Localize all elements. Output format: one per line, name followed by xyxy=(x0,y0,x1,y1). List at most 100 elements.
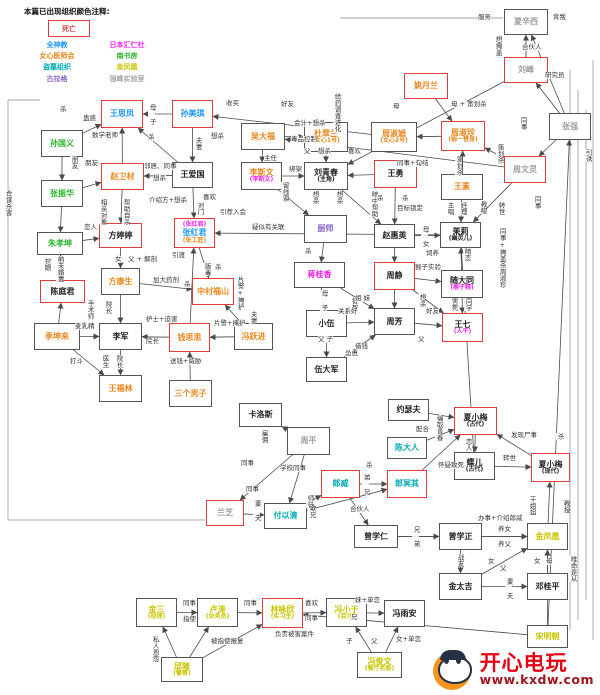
legend-item: 古拉格 xyxy=(46,74,68,83)
node-zhuxiaokun: 朱孝坤 xyxy=(37,232,83,255)
relation-label: 指使 xyxy=(183,615,196,624)
relation-label: 喜欢 xyxy=(203,193,216,202)
node-label: 王福林 xyxy=(108,383,133,393)
legend: 本篇已出现组织颜色注释: 死亡 全神教日本汇仁社女心医师会南书房盗墓组织金凤凰古… xyxy=(24,6,164,85)
node-label: (业务员) xyxy=(205,612,230,620)
node-label: 中村福山 xyxy=(197,286,229,296)
relation-label: 姐 妹 xyxy=(355,294,371,303)
node-label: 冯俊文 xyxy=(367,657,392,667)
legend-title: 本篇已出现组织颜色注释: xyxy=(24,7,110,16)
node-zhouwenling: 周文灵 xyxy=(504,156,546,183)
relation-label: 目标锁定 xyxy=(397,204,423,213)
relation-label: 欺兄 xyxy=(308,505,317,518)
node-label: 郎威 xyxy=(332,479,349,489)
node-label: 王思凤 xyxy=(110,109,134,119)
node-label: 张振华 xyxy=(50,188,74,198)
node-label: 夏小梅 xyxy=(463,413,488,423)
relation-label: 送钱+威胁 xyxy=(170,357,202,366)
node-label: 吴大福 xyxy=(251,131,275,141)
relation-label: 朋友 xyxy=(70,156,79,169)
node-label: 张红君 xyxy=(182,228,207,238)
relation-label: 想杀 xyxy=(153,174,166,183)
relation-label: 妻 夫 xyxy=(253,500,262,521)
relation-label: 雇佣 xyxy=(260,430,269,443)
relation-label: 子 xyxy=(346,637,353,646)
node-lisiwen: 李斯文(李斯文) xyxy=(241,162,282,190)
node-zhongcunfushan: 中村福山 xyxy=(192,278,234,305)
node-fangkangsheng: 方康生 xyxy=(101,268,140,295)
node-fengjunwen: 冯俊文(餐厅老板) xyxy=(357,652,402,678)
node-chentingjun: 陈庭君 xyxy=(40,280,85,303)
relation-label: 母 + 策划杀 xyxy=(451,100,487,109)
legend-item: 南书房 xyxy=(116,52,138,61)
relation-label: 害死 xyxy=(450,298,459,311)
node-label: 曾学仁 xyxy=(364,531,388,541)
node-label: 陈庭君 xyxy=(50,286,75,296)
relation-label: 母 女 xyxy=(421,226,430,247)
relation-label: 引荐入会 xyxy=(220,208,246,217)
node-liuqingchun: 刘青春(主角) xyxy=(304,162,348,190)
relation-label: 经理 xyxy=(459,202,468,215)
relation-label: 合伙人 xyxy=(522,43,542,52)
relation-label: 疑似有关联 xyxy=(252,223,285,232)
relation-label: 骗取青春 xyxy=(435,415,444,441)
relation-label: 配合 xyxy=(416,425,429,434)
relation-label: 母 xyxy=(546,557,553,566)
node-label: 周平 xyxy=(300,436,317,446)
node-label: 伍大军 xyxy=(314,364,339,374)
node-xiaxinxi: 夏辛西 xyxy=(504,9,548,35)
node-label: 冯小于 xyxy=(334,604,359,614)
node-label: 方婷婷 xyxy=(108,230,133,240)
node-zhangqiang: 张强 xyxy=(549,113,591,140)
relation-label: 同学 xyxy=(464,298,473,311)
relation-label: 院长 xyxy=(115,355,124,368)
relation-label: 打斗 xyxy=(70,357,83,366)
relation-label: 饲养 xyxy=(426,249,439,258)
node-songmingchao: 宋明朝 xyxy=(527,625,568,648)
relation-label: 想杀 xyxy=(311,191,320,204)
node-label: 王素 xyxy=(454,182,470,192)
node-jiangguixiang: 蒋桂香 xyxy=(294,262,345,288)
relation-label: 想杀 xyxy=(335,191,344,204)
node-zhaohuiying: 赵惠英 xyxy=(374,224,415,248)
node-yuesefu: 约瑟夫 xyxy=(388,399,429,421)
node-label: 蒋桂香 xyxy=(307,270,332,280)
relation-label: 父 + 解剖 xyxy=(128,255,158,264)
relation-label: 留线索 xyxy=(281,182,290,202)
relation-label: 教授 xyxy=(562,500,571,513)
relation-label: 战友 xyxy=(456,554,465,567)
node-label: (古代) xyxy=(466,421,485,429)
node-zhaoweicai: 赵卫材 xyxy=(101,163,144,190)
node-label: 约瑟夫 xyxy=(396,405,421,415)
relation-label: 妻 夫 xyxy=(505,578,514,599)
node-label: 冯雨安 xyxy=(392,608,417,618)
relation-label: 好友 xyxy=(426,307,439,316)
node-lanzhi: 兰芝 xyxy=(206,500,244,526)
relation-label: 院长 xyxy=(104,301,113,314)
node-linyongxin: 林咏欣(实习生) xyxy=(262,598,303,628)
relation-label: 父 xyxy=(500,564,507,573)
node-zhoushuzhen: 周淑珍(娟一替身) xyxy=(441,121,485,151)
relation-label: 被指使报复 xyxy=(211,637,244,646)
node-label: (主角) xyxy=(317,176,335,184)
node-label: 兰芝 xyxy=(217,508,233,518)
node-dengguiping: 邓桂平 xyxy=(527,573,568,600)
relation-label: 策划杀 xyxy=(496,144,505,164)
node-label: (现代) xyxy=(541,467,560,475)
node-jinsan: 金三(经理) xyxy=(136,598,177,627)
kxdw-url: www.kxdw.com xyxy=(479,672,594,688)
node-label: 厨师 xyxy=(317,224,334,234)
node-label: 金三 xyxy=(148,604,165,614)
node-lutao: 卢涛(业务员) xyxy=(197,598,238,627)
relation-label: 挖眼 xyxy=(43,258,52,271)
node-label: 周淑珍 xyxy=(451,128,475,138)
node-label: 孙国义 xyxy=(50,138,74,148)
node-label: 钱思思 xyxy=(177,332,202,342)
kxdw-watermark: 开心电玩 www.kxdw.com xyxy=(431,648,594,692)
relation-label: 母 子 xyxy=(148,104,157,125)
relation-label: 想杀 xyxy=(211,132,224,141)
legend-item: 全神教 xyxy=(46,41,68,49)
node-label: 夏小梅 xyxy=(538,459,563,469)
relation-label: 恋人 xyxy=(84,223,97,232)
node-zhouping: 周平 xyxy=(287,427,330,455)
